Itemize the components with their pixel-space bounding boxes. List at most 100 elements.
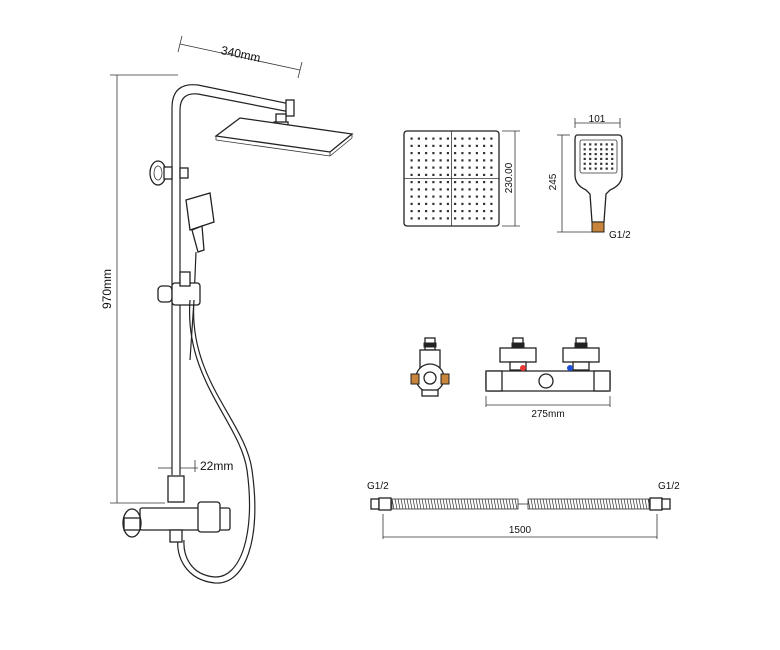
- nozzle: [425, 137, 428, 140]
- nozzle: [454, 159, 457, 162]
- hose-coil-segment: [502, 498, 506, 510]
- nozzle: [439, 137, 442, 140]
- mixer-side-detail: [410, 337, 450, 397]
- hose-coil-segment: [460, 498, 464, 510]
- hose-coil-segment: [415, 498, 419, 510]
- nozzle: [589, 143, 592, 146]
- nozzle: [410, 188, 413, 191]
- nozzle: [468, 195, 471, 198]
- nozzle: [454, 217, 457, 220]
- hose-coil-segment: [421, 498, 425, 510]
- nozzle: [490, 202, 493, 205]
- hose-coil-segment: [548, 498, 552, 510]
- nozzle: [417, 210, 420, 213]
- nozzle: [475, 217, 478, 220]
- nozzle: [454, 195, 457, 198]
- nozzle: [425, 159, 428, 162]
- hose-detail: G1/2 G1/2 1500: [367, 481, 680, 539]
- nozzle: [490, 152, 493, 155]
- nozzle: [417, 144, 420, 147]
- arm-end-cap: [285, 99, 295, 117]
- nozzle: [611, 162, 614, 165]
- hose-coil-segment: [511, 498, 515, 510]
- nozzle: [446, 173, 449, 176]
- hose-coil-segment: [412, 498, 416, 510]
- hose-coil: [391, 498, 651, 510]
- hose-coil-segment: [575, 498, 579, 510]
- nozzle: [483, 188, 486, 191]
- nozzle: [410, 137, 413, 140]
- height-dimension: 970mm: [100, 74, 178, 504]
- hose-coil-segment: [463, 498, 467, 510]
- nozzle: [425, 152, 428, 155]
- nozzle: [461, 159, 464, 162]
- hand-shower-nozzles: [583, 143, 614, 170]
- hose-coil-segment: [466, 498, 470, 510]
- nozzle: [600, 153, 603, 156]
- nozzle: [461, 152, 464, 155]
- nozzle: [583, 162, 586, 165]
- nozzle: [475, 159, 478, 162]
- hose-coil-segment: [505, 498, 509, 510]
- nozzle: [490, 210, 493, 213]
- nozzle: [417, 202, 420, 205]
- hand-thread-label: G1/2: [609, 230, 631, 241]
- nozzle: [425, 202, 428, 205]
- nozzle: [461, 137, 464, 140]
- hose-coil-segment: [397, 498, 401, 510]
- nozzle: [410, 152, 413, 155]
- nozzle: [611, 143, 614, 146]
- nozzle: [490, 173, 493, 176]
- hose-coil-segment: [623, 498, 627, 510]
- hose-coil-segment: [448, 498, 452, 510]
- nozzle: [594, 167, 597, 170]
- hand-shower-front-view: 101 245 G1/2: [548, 114, 631, 241]
- nozzle: [454, 144, 457, 147]
- nozzle: [589, 167, 592, 170]
- nozzle: [410, 217, 413, 220]
- hose-coil-segment: [566, 498, 570, 510]
- nozzle: [439, 217, 442, 220]
- hose-coil-segment: [469, 498, 473, 510]
- hose-coil-segment: [481, 498, 485, 510]
- nozzle: [410, 173, 413, 176]
- nozzle: [600, 157, 603, 160]
- nozzle: [490, 166, 493, 169]
- hose-coil-segment: [475, 498, 479, 510]
- hose-coil-segment: [514, 498, 518, 510]
- nozzle: [432, 159, 435, 162]
- hose-coil-segment: [484, 498, 488, 510]
- nozzle: [461, 166, 464, 169]
- nozzle: [432, 195, 435, 198]
- nozzle: [410, 181, 413, 184]
- hose-coil-segment: [602, 498, 606, 510]
- hose-coil-segment: [442, 498, 446, 510]
- nozzle: [475, 166, 478, 169]
- nozzle: [475, 202, 478, 205]
- hose-coil-segment: [644, 498, 648, 510]
- nozzle: [446, 166, 449, 169]
- nozzle: [483, 144, 486, 147]
- hose-coil-segment: [605, 498, 609, 510]
- nozzle: [439, 152, 442, 155]
- nozzle: [417, 166, 420, 169]
- nozzle: [410, 202, 413, 205]
- nozzle: [468, 173, 471, 176]
- hose-coil-segment: [620, 498, 624, 510]
- nozzle: [446, 144, 449, 147]
- nozzle: [611, 167, 614, 170]
- nozzle: [490, 144, 493, 147]
- hose-coil-segment: [626, 498, 630, 510]
- hand-width-label: 101: [589, 114, 606, 125]
- nozzle: [432, 210, 435, 213]
- nozzle: [454, 210, 457, 213]
- hose-coil-segment: [536, 498, 540, 510]
- nozzle: [417, 188, 420, 191]
- hose-coil-segment: [439, 498, 443, 510]
- hose-coil-segment: [418, 498, 422, 510]
- nozzle: [432, 181, 435, 184]
- nozzle: [454, 152, 457, 155]
- nozzle: [605, 157, 608, 160]
- nozzle: [461, 195, 464, 198]
- hose-coil-segment: [554, 498, 558, 510]
